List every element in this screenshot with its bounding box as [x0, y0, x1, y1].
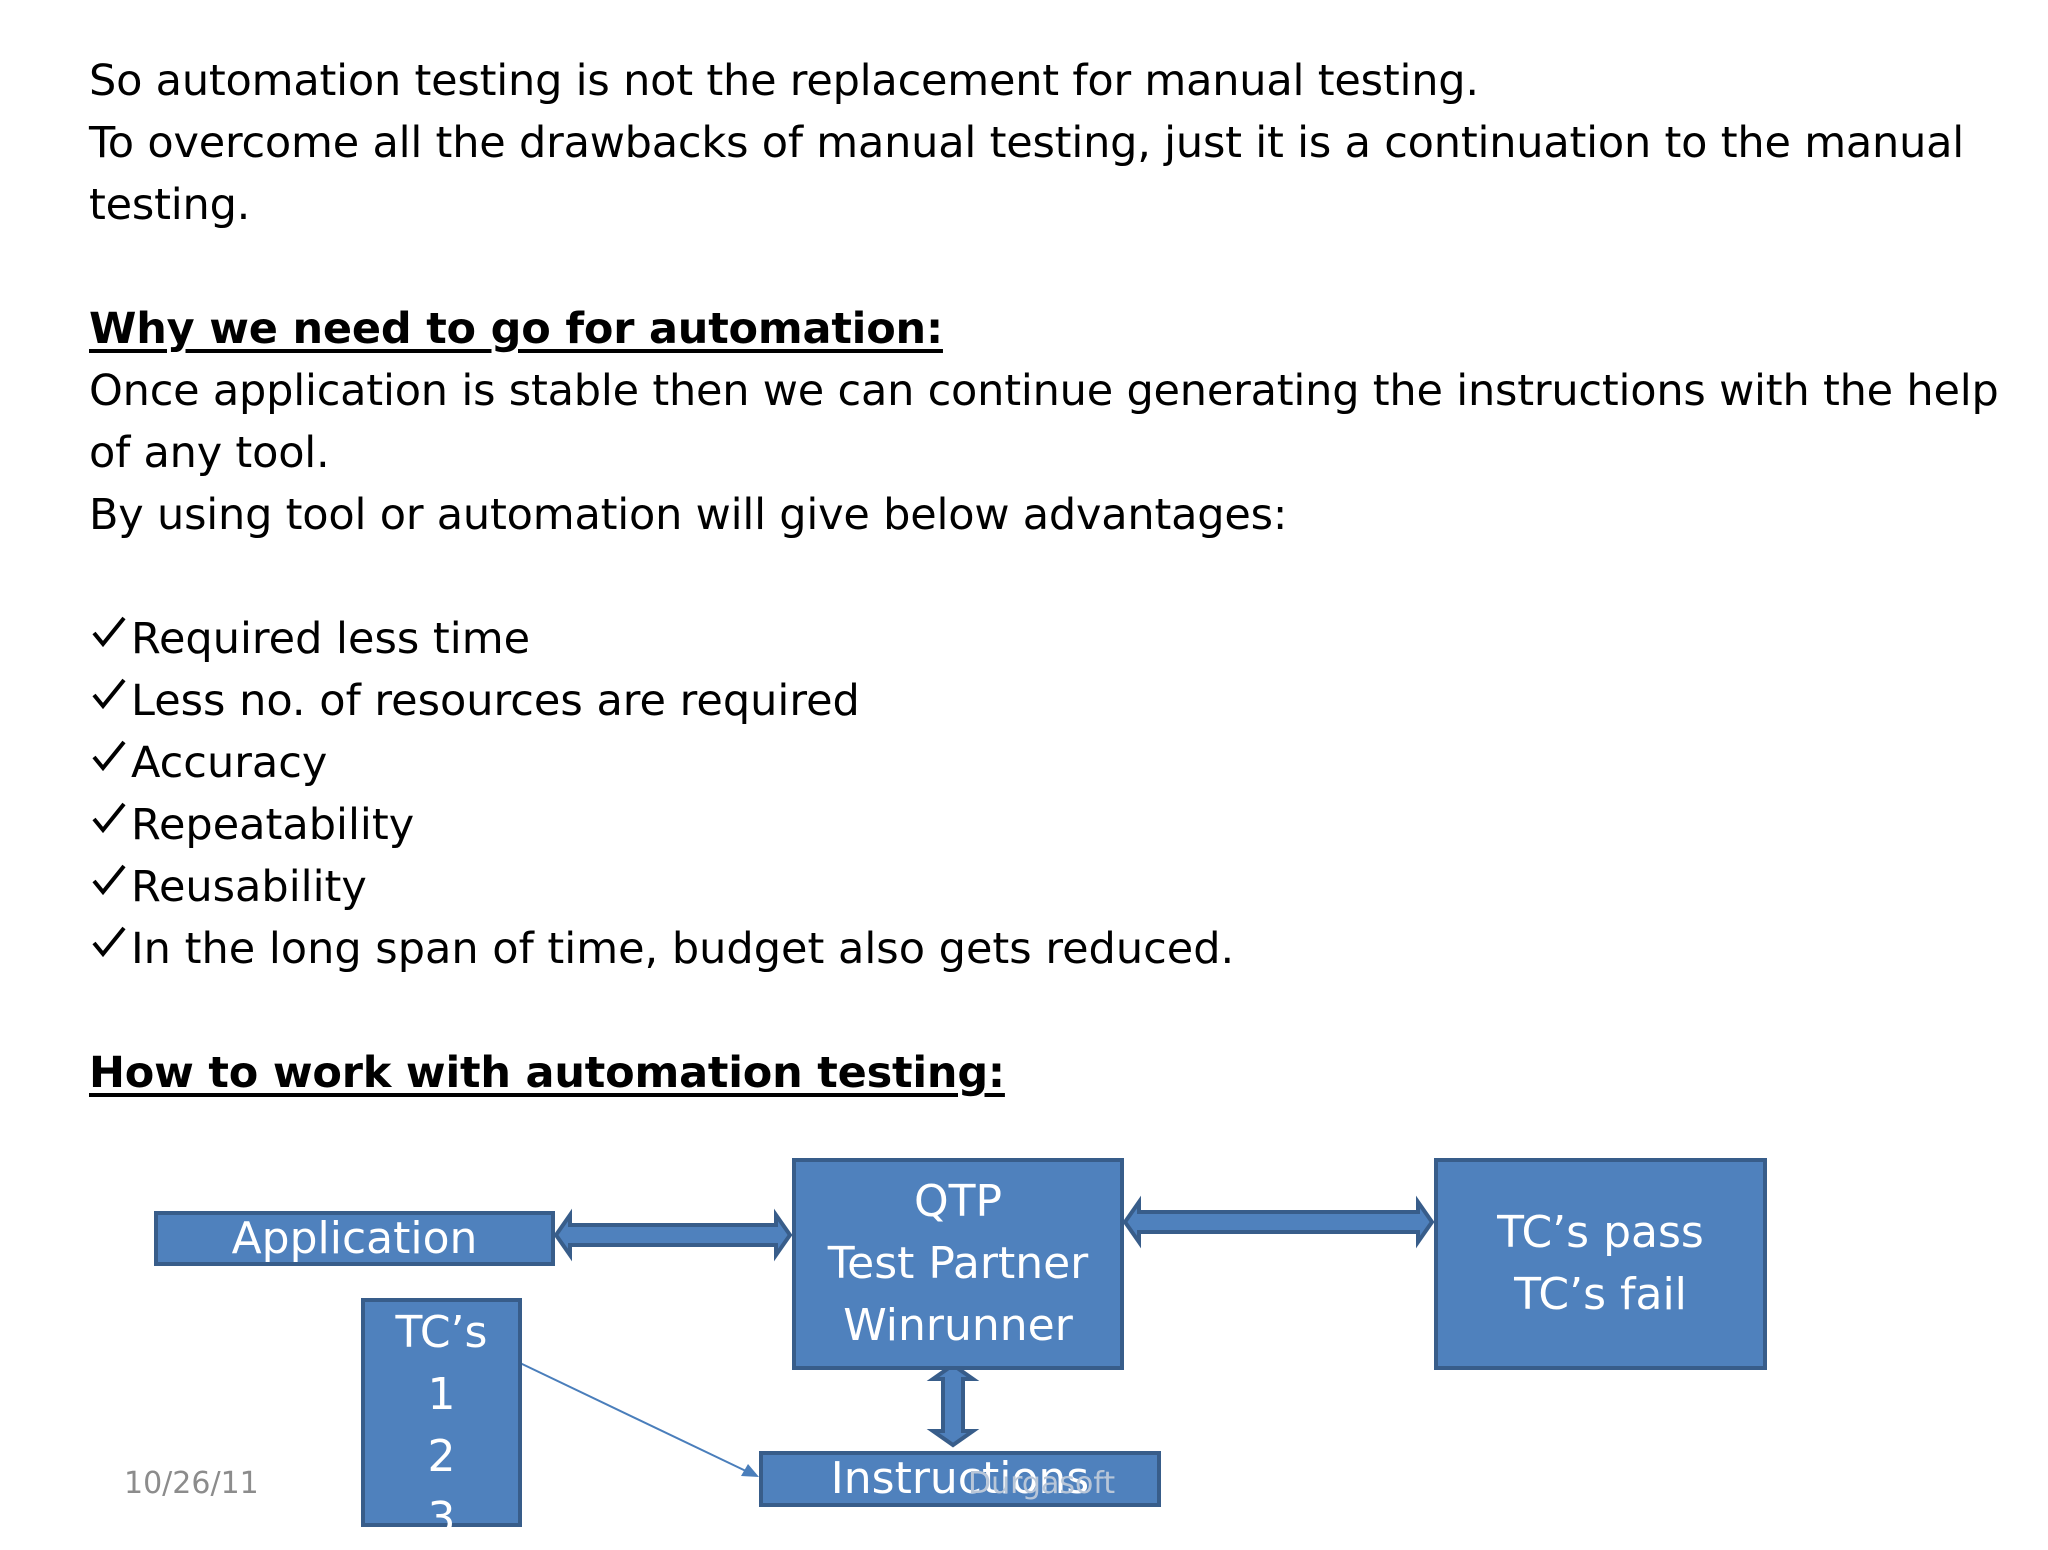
advantage-item: In the long span of time, budget also ge… — [89, 918, 1234, 980]
advantage-item: Accuracy — [89, 732, 327, 794]
checkmark-icon — [89, 732, 131, 794]
advantage-item: Repeatability — [89, 794, 414, 856]
tcs-number: 2 — [427, 1431, 456, 1482]
tool-label-test-partner: Test Partner — [827, 1238, 1089, 1289]
footer-date: 10/26/11 — [124, 1466, 259, 1501]
tool-box: QTP Test Partner Winrunner — [792, 1158, 1124, 1370]
why-line-3: By using tool or automation will give be… — [89, 490, 1288, 540]
application-box: Application — [154, 1211, 555, 1266]
checkmark-icon — [89, 794, 131, 856]
intro-line-1: So automation testing is not the replace… — [89, 56, 1479, 106]
double-arrow-application-tool — [553, 1208, 793, 1262]
arrowhead-tcs-instructions — [741, 1464, 759, 1477]
double-arrow-tool-result — [1122, 1195, 1435, 1249]
checkmark-icon — [89, 608, 131, 670]
how-heading: How to work with automation testing: — [89, 1048, 1005, 1098]
why-line-2: of any tool. — [89, 428, 330, 478]
intro-line-2: To overcome all the drawbacks of manual … — [89, 118, 1965, 168]
advantage-label: Less no. of resources are required — [131, 676, 860, 726]
result-label-fail: TC’s fail — [1514, 1269, 1687, 1320]
arrow-tcs-instructions — [519, 1362, 749, 1473]
application-label: Application — [231, 1212, 478, 1264]
why-heading: Why we need to go for automation: — [89, 304, 943, 354]
advantage-label: Repeatability — [131, 800, 415, 850]
checkmark-icon — [89, 856, 131, 918]
tool-label-winrunner: Winrunner — [843, 1300, 1073, 1351]
double-arrow-tool-instructions — [926, 1362, 980, 1448]
footer-watermark: Durgasoft — [968, 1466, 1116, 1501]
advantage-label: Reusability — [131, 862, 367, 912]
instructions-box: Instructions — [759, 1451, 1161, 1507]
advantage-item: Less no. of resources are required — [89, 670, 860, 732]
tcs-number: 1 — [427, 1369, 456, 1420]
advantage-label: Accuracy — [131, 738, 328, 788]
checkmark-icon — [89, 670, 131, 732]
why-line-1: Once application is stable then we can c… — [89, 366, 1999, 416]
tcs-label: TC’s — [395, 1307, 488, 1358]
intro-line-3: testing. — [89, 180, 251, 230]
advantage-item: Reusability — [89, 856, 367, 918]
result-label-pass: TC’s pass — [1497, 1207, 1704, 1258]
result-box: TC’s pass TC’s fail — [1434, 1158, 1767, 1370]
checkmark-icon — [89, 918, 131, 980]
tool-label-qtp: QTP — [913, 1176, 1003, 1227]
tcs-box: TC’s 1 2 3 — [361, 1298, 522, 1544]
advantage-label: Required less time — [131, 614, 531, 664]
advantage-item: Required less time — [89, 608, 530, 670]
instructions-label: Instructions — [830, 1453, 1090, 1504]
tcs-number: 3 — [427, 1493, 456, 1544]
advantage-label: In the long span of time, budget also ge… — [131, 924, 1235, 974]
